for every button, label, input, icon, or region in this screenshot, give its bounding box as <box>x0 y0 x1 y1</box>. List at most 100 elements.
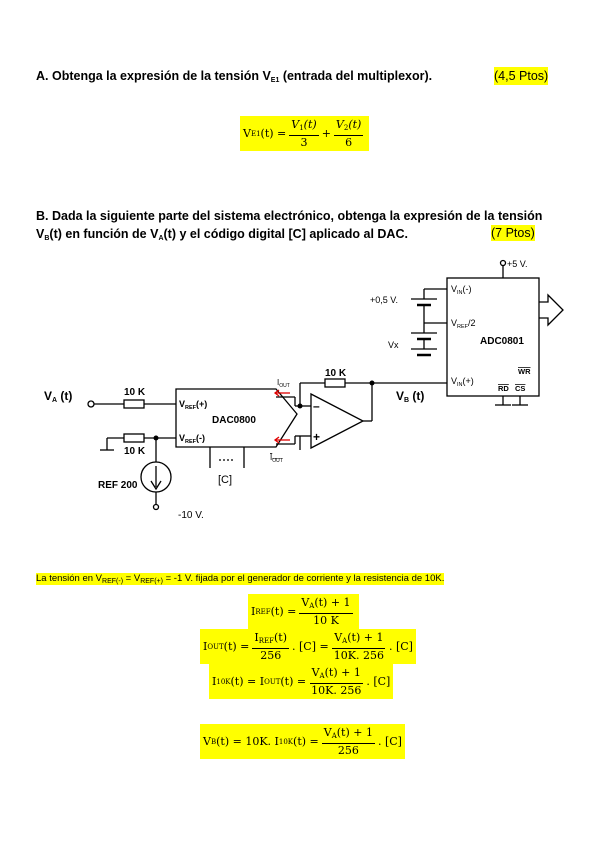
eq2-n1-sub: REF <box>258 637 274 645</box>
part-a-points: (4,5 Ptos) <box>494 67 549 85</box>
supply-5v-terminal <box>499 259 507 267</box>
eq2-mid: . [C] = <box>292 640 329 653</box>
eq2-n2-sub: A <box>342 637 348 645</box>
eq-ve1-frac1-num-sub: 1 <box>299 124 304 132</box>
eq1-num: V <box>301 596 310 609</box>
ref200-arrow-head <box>150 480 162 491</box>
label-wr: WR <box>518 367 531 376</box>
eq3-lhs-arg: (t) = <box>230 675 257 688</box>
eq-ve1-lhs: V <box>243 127 251 140</box>
eq2-lhs: I <box>203 640 208 653</box>
label-r10k-lower: 10 K <box>124 446 146 457</box>
resistor-feedback <box>324 378 346 388</box>
label-vb: VB (t) <box>396 389 424 404</box>
eq-ve1-frac1-num-arg: (t) <box>303 118 317 131</box>
label-iout: IOUT <box>277 378 290 389</box>
eq-ve1-frac1: V1(t) 3 <box>289 118 319 149</box>
part-b-heading-line2: VB(t) en función de VA(t) y el código di… <box>36 225 408 248</box>
eq-ve1-frac1-num: V <box>291 118 300 131</box>
label-vin-minus: VIN(-) <box>451 284 472 296</box>
eq2-tail: . [C] <box>388 640 413 653</box>
adc-box <box>446 277 540 397</box>
eq4-frac: VA(t) + 1 256 <box>321 726 375 757</box>
part-a-heading-sub: E1 <box>270 77 280 84</box>
note-part-c: = -1 V. fijada por el generador de corri… <box>162 573 445 584</box>
eq-ve1-frac1-den: 3 <box>300 136 308 149</box>
resistor-lower <box>123 433 145 443</box>
eq2-n1-arg: (t) <box>274 631 288 644</box>
part-b-points: (7 Ptos) <box>491 225 535 241</box>
eq2-lhs-arg: (t) = <box>223 640 250 653</box>
eq-ve1-plus: + <box>321 127 331 140</box>
node-ref200 <box>153 435 159 441</box>
eq3-tail: . [C] <box>366 675 391 688</box>
eq4-mid-sub: 10K <box>278 737 294 746</box>
eq1-den: 10 K <box>313 614 339 627</box>
eq2-frac1: IREF(t) 256 <box>252 631 290 662</box>
eq3-num-arg: (t) + 1 <box>324 666 361 679</box>
eq4-lhs-arg: (t) = <box>216 735 242 748</box>
opamp-minus-sign: – <box>313 399 320 413</box>
eq4-mid: 10K. I <box>245 735 279 748</box>
label-vin-plus: VIN(+) <box>451 376 474 388</box>
eq4-lhs: V <box>203 735 211 748</box>
eq2-d1: 256 <box>260 649 282 662</box>
eq1-lhs-sub: REF <box>255 607 271 616</box>
eq1-lhs: I <box>251 605 256 618</box>
eq3-num-sub: A <box>319 672 325 680</box>
eq4-mid-arg: (t) = <box>293 735 319 748</box>
label-cs: CS <box>515 384 525 393</box>
eq4-lhs-sub: B <box>210 737 217 746</box>
adc-output-arrow <box>539 293 564 327</box>
circuit-diagram: +5 V. VIN(-) +0,5 V. VREF/2 Vx ADC0801 V… <box>44 259 564 521</box>
label-vref2: VREF/2 <box>451 318 476 330</box>
eq-ve1-frac2-num: V <box>335 118 344 131</box>
va-terminal <box>87 400 95 408</box>
current-arrows <box>273 389 290 444</box>
label-vx: Vx <box>388 340 399 350</box>
eq3-mid-arg: (t) = <box>280 675 307 688</box>
part-a-heading-suffix: (entrada del multiplexor). <box>279 69 433 83</box>
label-ref200: REF 200 <box>98 480 138 491</box>
eq4-num: V <box>323 726 332 739</box>
part-b-vb-sub: B <box>44 235 50 242</box>
solution-note: La tensión en VREF(-) = VREF(+) = -1 V. … <box>36 573 445 585</box>
eq4-num-sub: A <box>331 732 337 740</box>
label-r10k-input: 10 K <box>124 387 146 398</box>
iout-arrowhead <box>273 389 280 397</box>
eq2-n2-arg: (t) + 1 <box>347 631 384 644</box>
label-vrefp: VREF(+) <box>179 399 207 411</box>
eq3-mid-i: I <box>259 675 265 688</box>
label-c-code: [C] <box>218 474 232 486</box>
eq4-tail: . [C] <box>377 735 402 748</box>
resistor-va <box>123 399 145 409</box>
ioutb-arrowhead <box>273 436 280 444</box>
label-plus5: +5 V. <box>507 259 527 269</box>
eq3-lhs-sub: 10K <box>216 677 231 686</box>
part-b-text-end: (t) y el código digital [C] aplicado al … <box>163 227 408 241</box>
eq4-num-arg: (t) + 1 <box>336 726 373 739</box>
eq-ve1-frac2-num-arg: (t) <box>348 118 362 131</box>
label-va: VA (t) <box>44 389 72 404</box>
label-rd: RD <box>498 384 509 393</box>
eq-ve1-lhs-arg: (t) = <box>260 127 287 140</box>
eq4-den: 256 <box>337 744 359 757</box>
note-sub1: REF(-) <box>102 578 124 585</box>
eq-ve1-frac2-den: 6 <box>345 136 353 149</box>
note-part-a: La tensión en V <box>36 573 103 584</box>
part-b-vb: V <box>36 227 45 241</box>
part-b-text-mid: (t) en función de V <box>49 227 159 241</box>
label-plus05: +0,5 V. <box>370 295 398 305</box>
eq2-frac2: VA(t) + 1 10K. 256 <box>332 631 386 662</box>
label-r10k-feedback: 10 K <box>325 368 347 379</box>
minus10-terminal <box>152 503 160 511</box>
note-part-b: = V <box>123 573 141 584</box>
part-a-heading-text: A. Obtenga la expresión de la tensión V <box>36 69 271 83</box>
eq1-num-sub: A <box>309 602 315 610</box>
eq2-n1: I <box>254 631 259 644</box>
